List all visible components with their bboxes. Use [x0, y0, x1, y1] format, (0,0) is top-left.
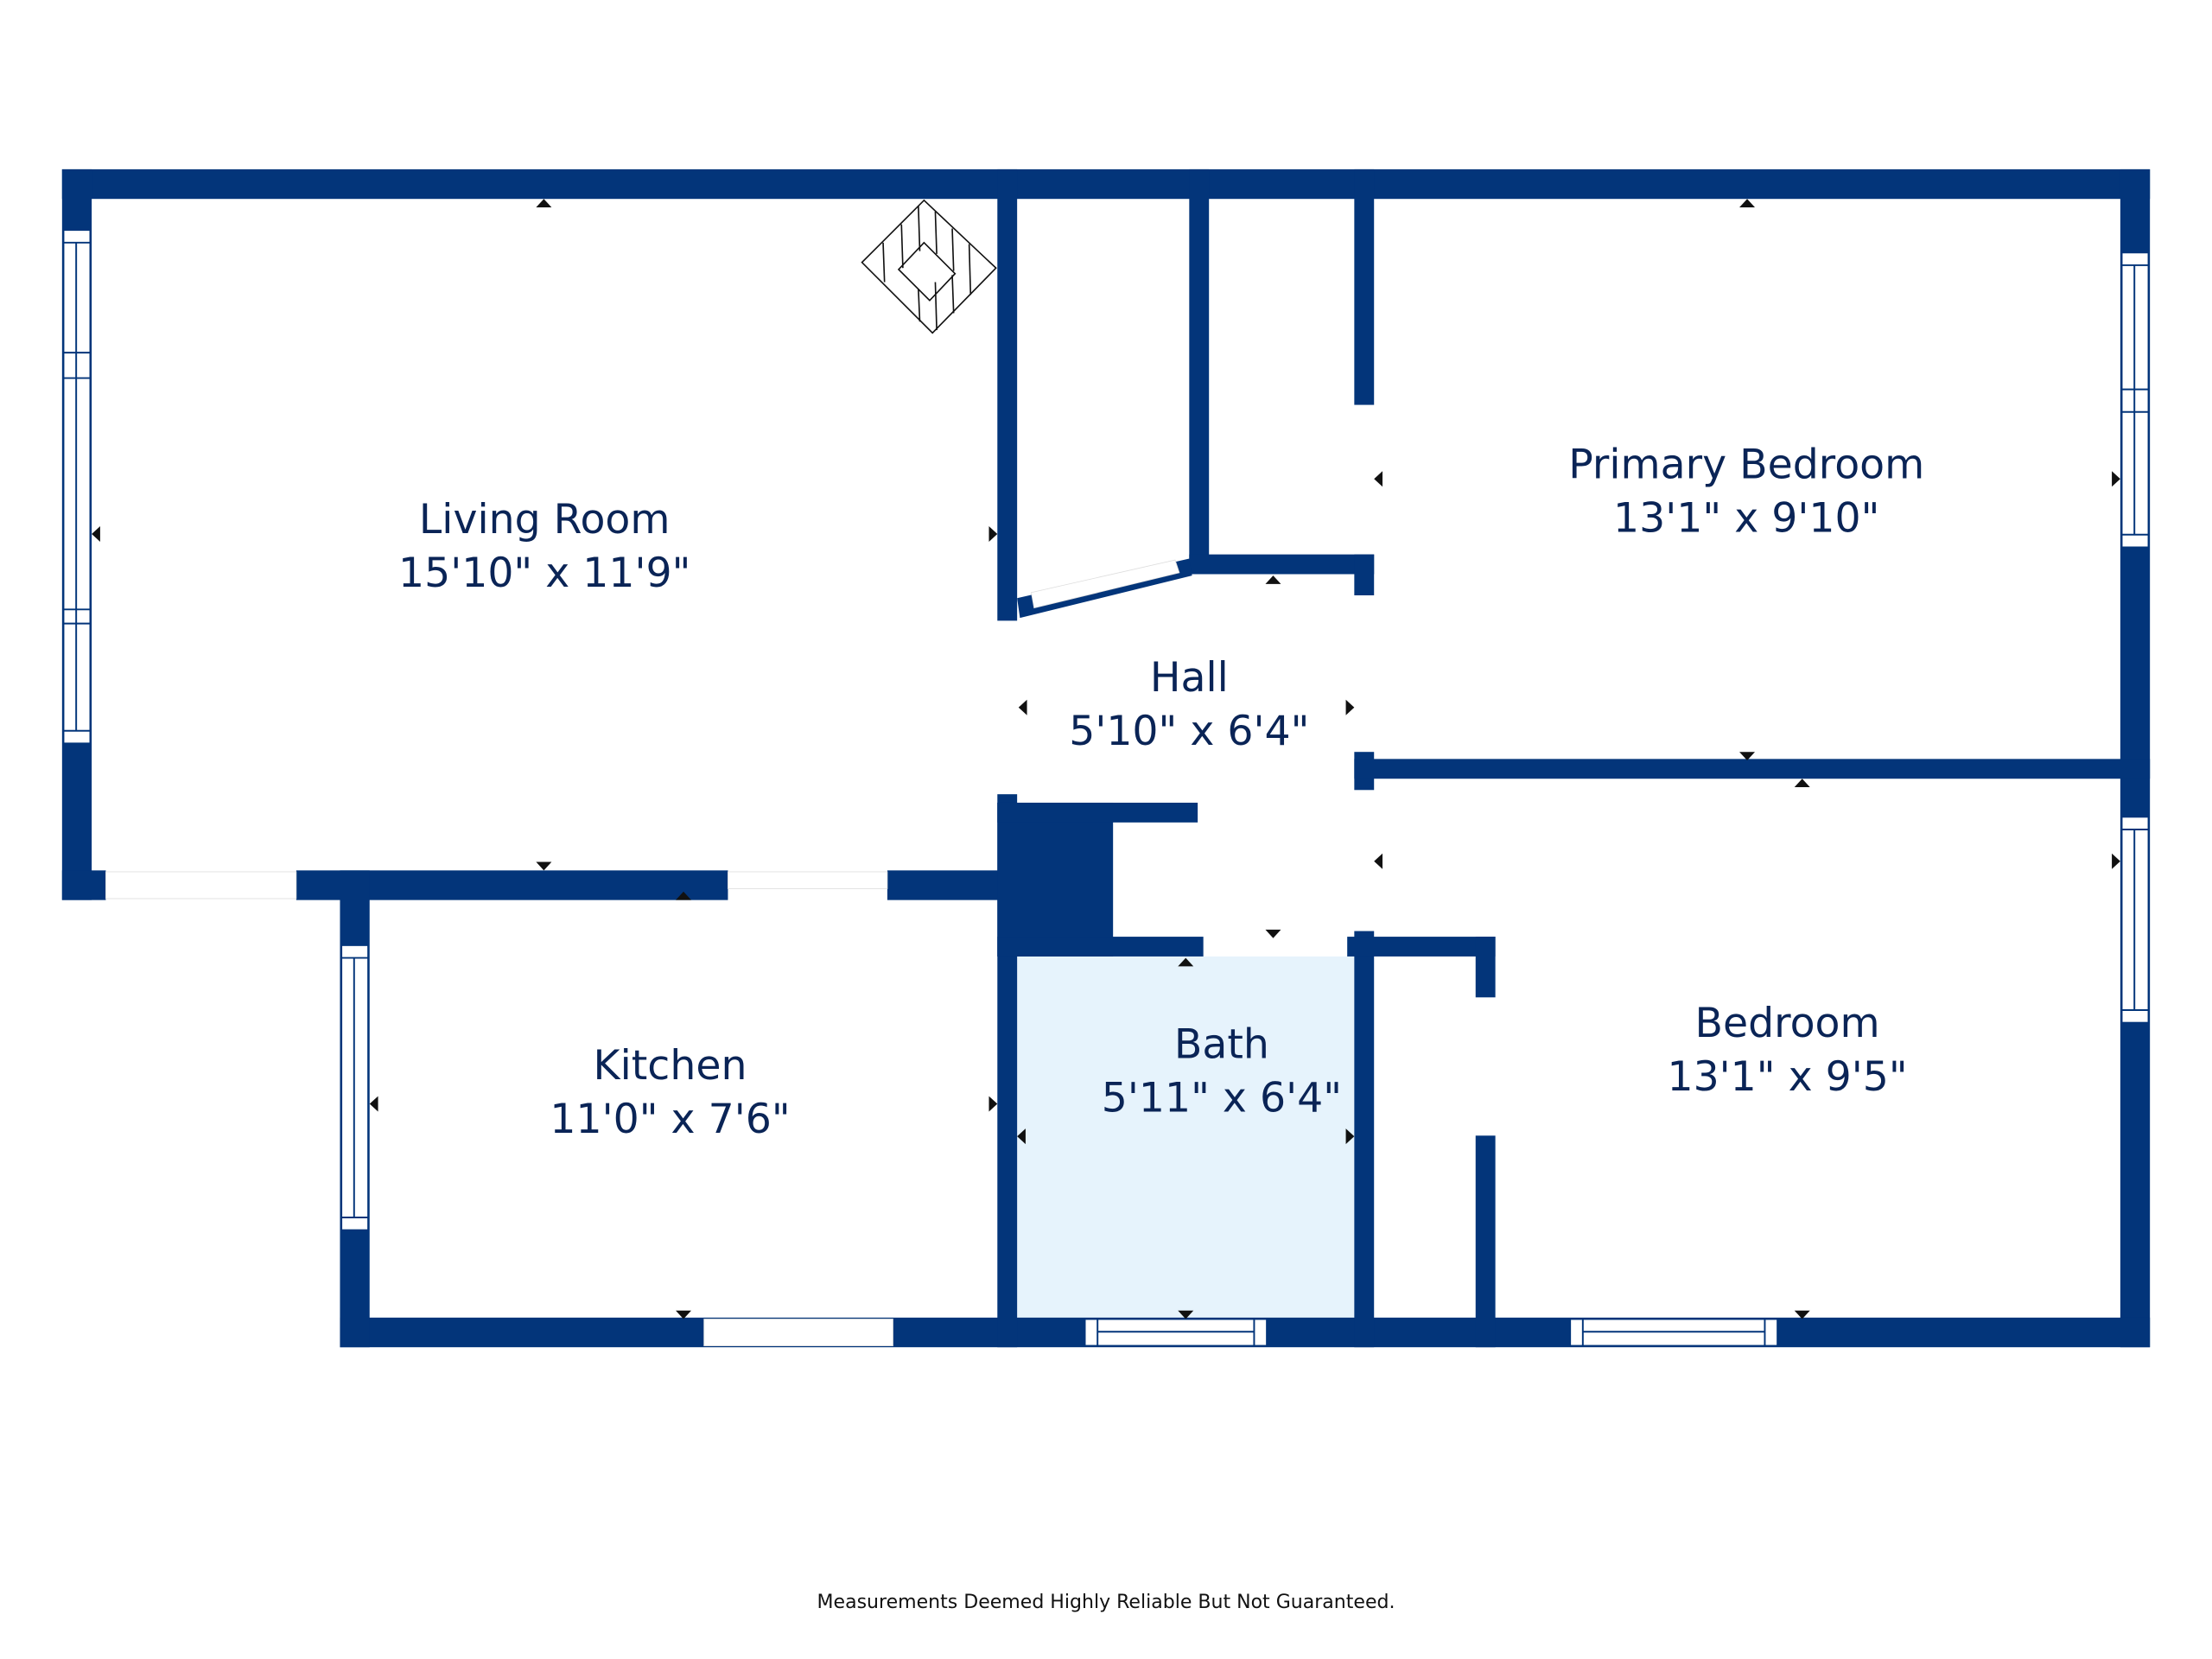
room-hall: Hall 5'10" x 6'4"	[1069, 654, 1309, 755]
room-name: Hall	[1150, 654, 1229, 702]
room-kitchen: Kitchen 11'0" x 7'6"	[550, 1042, 790, 1143]
room-dimensions: 13'1" x 9'5"	[1667, 1053, 1907, 1101]
door-openings	[105, 559, 1180, 1346]
disclaimer-footer: Measurements Deemed Highly Reliable But …	[817, 1592, 1395, 1613]
room-bedroom: Bedroom 13'1" x 9'5"	[1667, 1000, 1907, 1101]
room-name: Bedroom	[1695, 1000, 1880, 1047]
room-name: Bath	[1174, 1020, 1269, 1068]
room-dimensions: 5'11" x 6'4"	[1102, 1075, 1342, 1122]
room-living-room: Living Room 15'10" x 11'9"	[398, 496, 690, 597]
room-dimensions: 11'0" x 7'6"	[550, 1096, 790, 1143]
room-name: Living Room	[419, 496, 671, 543]
room-bath: Bath 5'11" x 6'4"	[1102, 1020, 1342, 1122]
room-name: Kitchen	[594, 1042, 747, 1090]
room-primary-bedroom: Primary Bedroom 13'1" x 9'10"	[1568, 441, 1924, 542]
bath-floor	[1017, 956, 1355, 1318]
windows	[62, 229, 2150, 1347]
fireplace-icon	[861, 199, 997, 334]
dimension-markers	[92, 199, 2120, 1319]
room-name: Primary Bedroom	[1568, 441, 1924, 488]
room-dimensions: 5'10" x 6'4"	[1069, 708, 1309, 755]
room-dimensions: 15'10" x 11'9"	[398, 550, 690, 597]
room-dimensions: 13'1" x 9'10"	[1613, 495, 1879, 543]
